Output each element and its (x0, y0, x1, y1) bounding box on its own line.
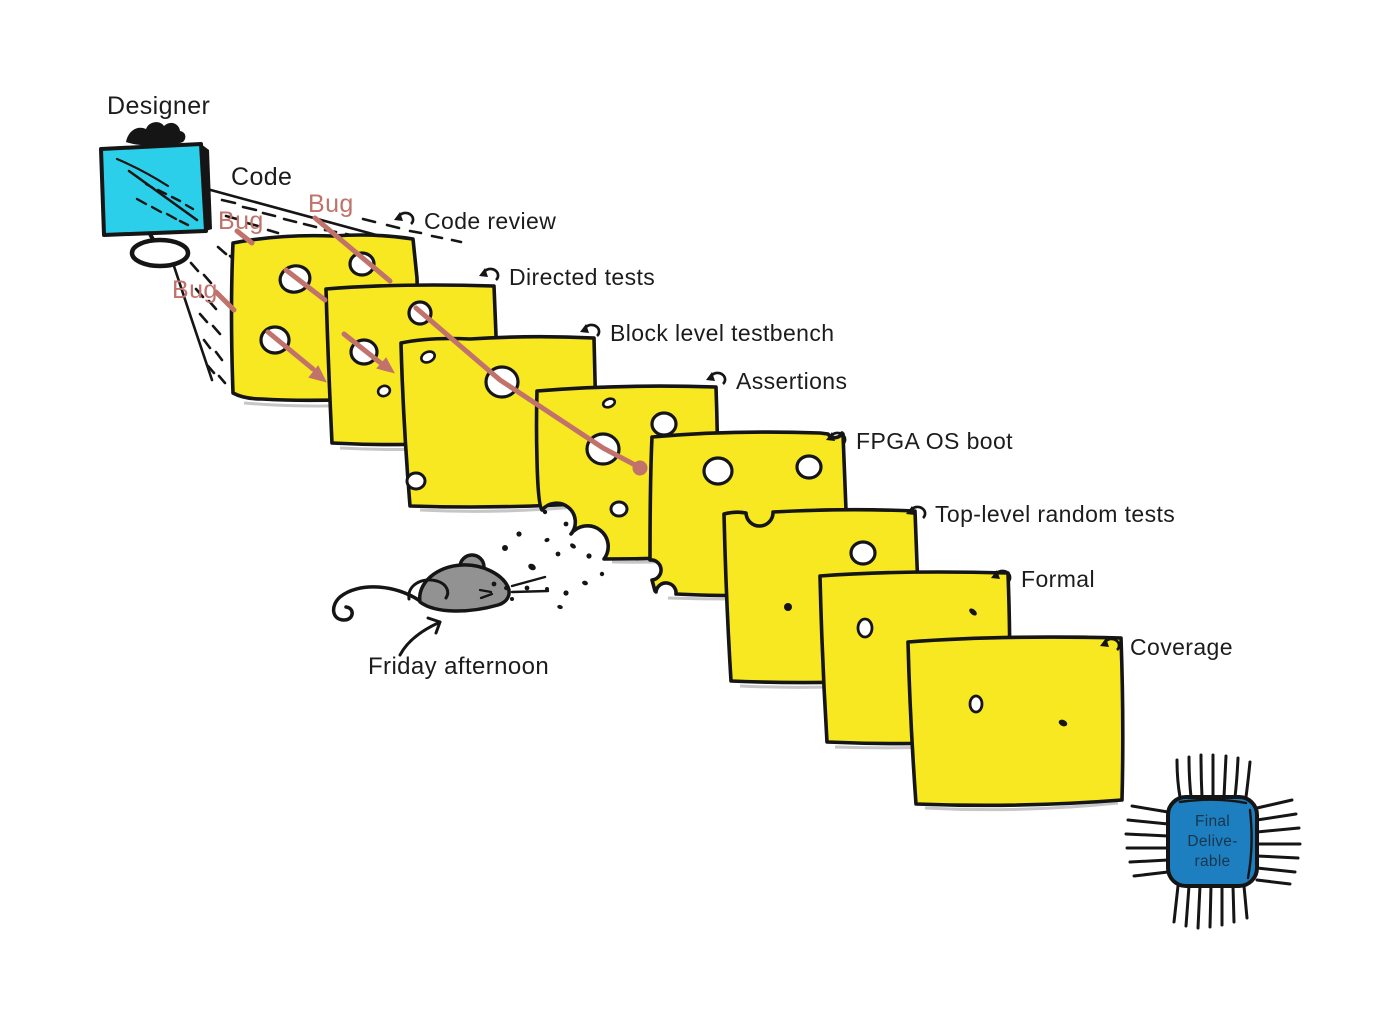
friday-afternoon-label: Friday afternoon (368, 653, 550, 680)
mouse-tail (331, 585, 422, 622)
bug-arrows (213, 215, 648, 476)
chip-sketch-edges (1178, 798, 1253, 880)
mouse-body (418, 563, 511, 613)
monitor-side-edge (201, 144, 212, 231)
hook-arrow-icon (826, 431, 847, 445)
layer-label-formal: Formal (1021, 566, 1095, 592)
layer-label-coverage: Coverage (1130, 634, 1233, 660)
layer-label-block-level-testbench: Block level testbench (610, 320, 835, 346)
hook-arrow-icon (991, 569, 1012, 583)
chip-label-line: rable (1194, 853, 1231, 871)
friday-afternoon-arrow (398, 616, 442, 657)
code-label: Code (231, 163, 293, 191)
mouse-nose (504, 585, 510, 591)
hook-arrow-icons (394, 211, 1121, 651)
layer-label-code-review: Code review (424, 208, 557, 234)
designer-monitor (99, 122, 212, 269)
hook-arrow-icon (706, 371, 727, 385)
hook-arrow-icon (479, 267, 500, 281)
layer-label-directed-tests: Directed tests (509, 264, 656, 290)
final-deliverable-chip (1124, 753, 1302, 930)
hook-arrow-icon (394, 211, 415, 225)
monitor-base (129, 237, 191, 269)
designer-label: Designer (107, 92, 211, 120)
layer-label-assertions: Assertions (736, 368, 848, 394)
screen-sketch-lines (115, 157, 199, 227)
layer-label-fpga-os-boot: FPGA OS boot (856, 428, 1013, 454)
chip-body (1166, 795, 1259, 888)
hook-arrow-icon (906, 505, 927, 519)
cheese-slices (229, 233, 1125, 812)
mouse-whiskers (510, 575, 550, 594)
chip-label: Final Delive- rable (1170, 812, 1255, 872)
mouse-haunch (407, 578, 450, 601)
mouse-eye (491, 581, 497, 587)
mouse-mouth (478, 588, 494, 600)
designer-hair-icon (126, 122, 186, 146)
bug-label: Bug (308, 190, 354, 218)
layer-label-top-level-random-tests: Top-level random tests (935, 501, 1176, 527)
bug-label: Bug (218, 207, 264, 235)
cheese-crumbs (502, 509, 605, 610)
hook-arrow-icon (580, 323, 601, 337)
bug-label: Bug (172, 276, 218, 304)
cheese-slice-coverage (906, 635, 1125, 812)
chip-label-line: Final (1194, 813, 1231, 830)
chip-label-line: Delive- (1187, 833, 1238, 851)
hook-arrow-icon (1100, 637, 1121, 651)
mouse (331, 553, 550, 622)
chip-pins (1124, 753, 1302, 930)
